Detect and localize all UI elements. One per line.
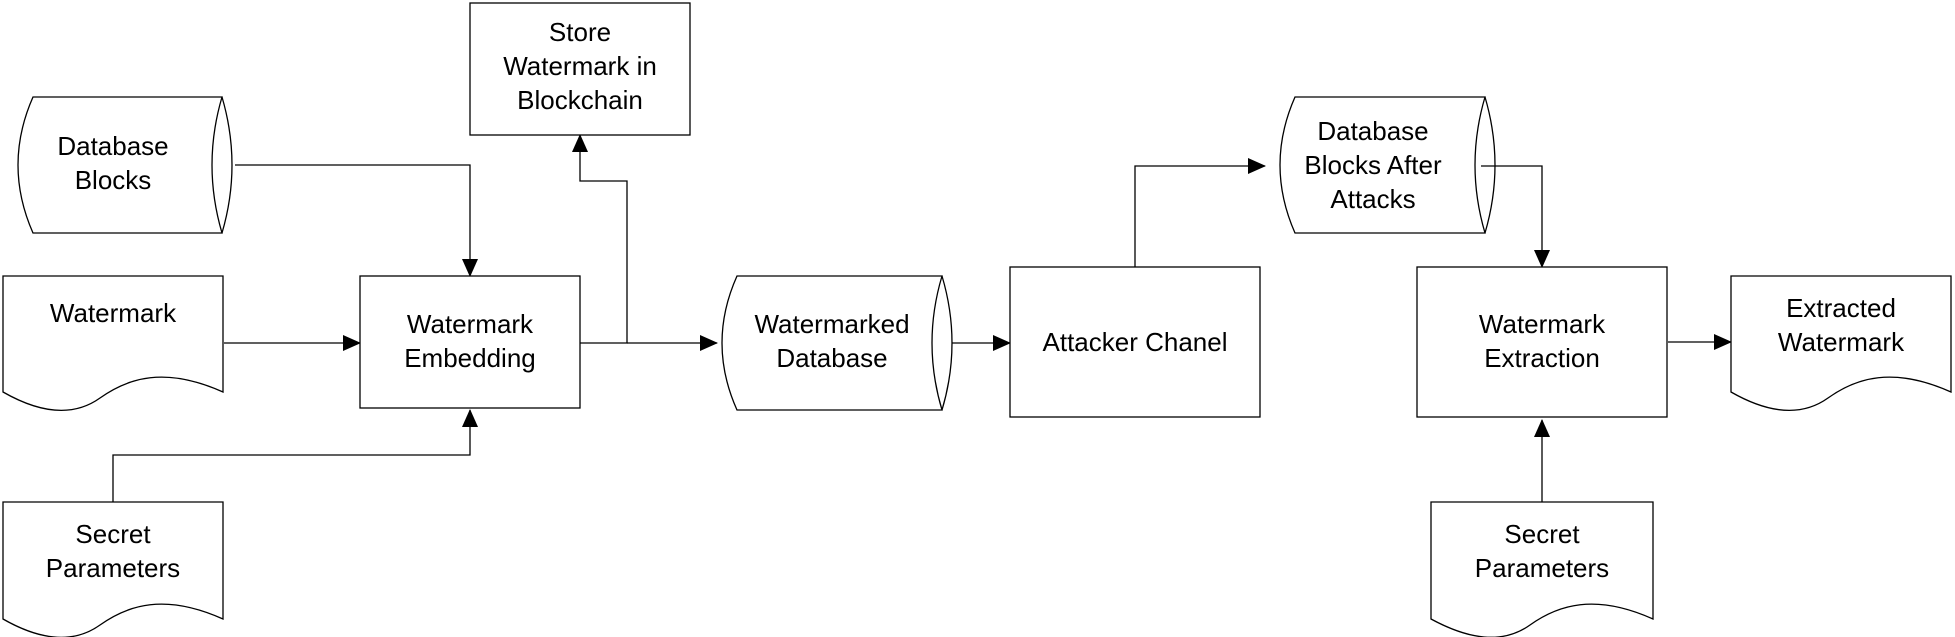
edge-secret-parameters-to-embedding	[112, 409, 478, 502]
secret-parameters-left-node	[2, 501, 224, 637]
extracted-watermark-node	[1730, 275, 1952, 411]
edge-database-after-attacks-to-extraction	[1481, 165, 1550, 268]
watermark-embedding-node	[359, 275, 581, 409]
edge-attacker-to-database-after-attacks	[1134, 158, 1266, 267]
watermark-extraction-node	[1416, 266, 1668, 418]
edge-embedding-to-blockchain	[572, 134, 628, 344]
watermark-node	[2, 275, 224, 411]
edge-database-blocks-to-embedding	[235, 164, 478, 277]
watermarked-database-node	[721, 275, 953, 411]
attacker-chanel-node	[1009, 266, 1261, 418]
database-blocks-after-attacks-node	[1279, 96, 1496, 234]
database-blocks-node	[17, 96, 233, 234]
secret-parameters-right-node	[1430, 501, 1654, 637]
store-watermark-blockchain-node	[469, 2, 691, 136]
